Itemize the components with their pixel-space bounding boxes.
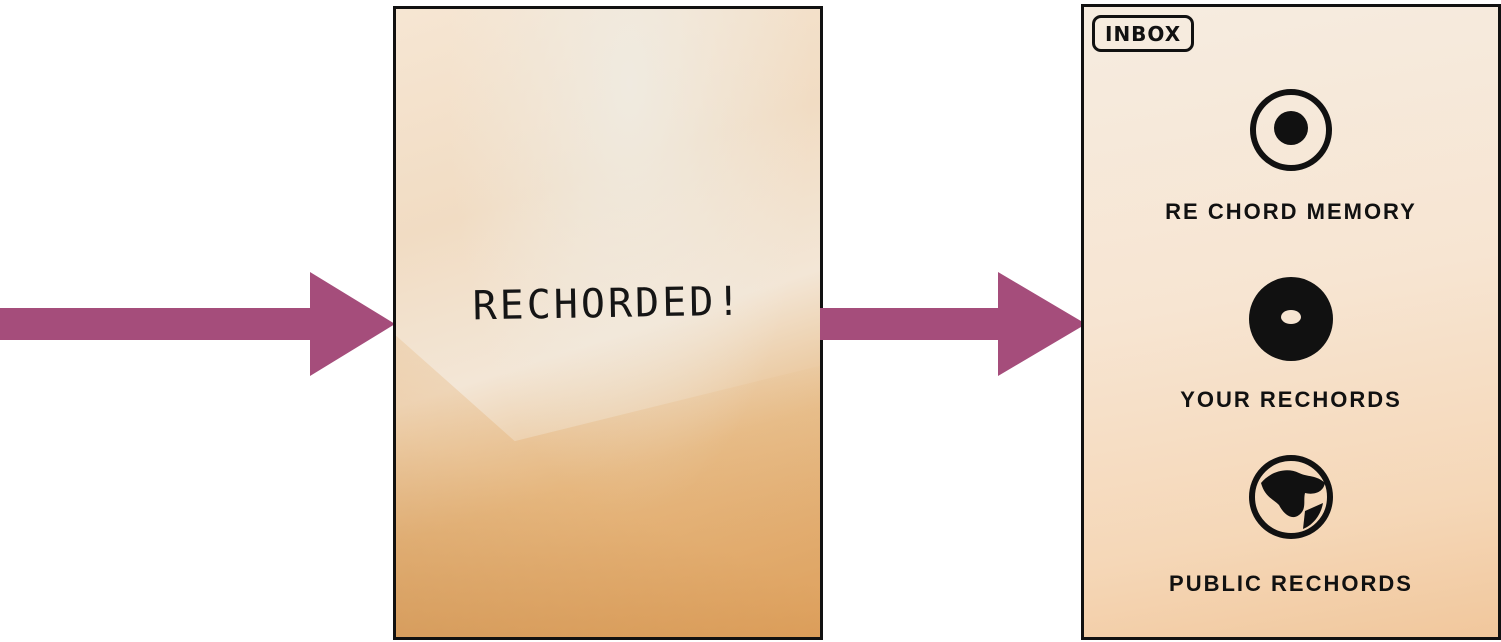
your-rechords-button[interactable]: YOUR RECHORDS [1084, 273, 1498, 413]
arrow-shape [820, 272, 1086, 376]
confirmation-message: RECHORDED! [396, 277, 821, 330]
confirmation-screen: RECHORDED! [393, 6, 823, 640]
inbox-screen: INBOX RE CHORD MEMORY YOUR RECHORDS PUBL… [1081, 4, 1501, 640]
your-rechords-label: YOUR RECHORDS [1084, 387, 1498, 413]
arrow-shape [0, 272, 395, 376]
record-memory-button[interactable]: RE CHORD MEMORY [1084, 85, 1498, 225]
globe-icon [1247, 453, 1335, 541]
record-memory-label: RE CHORD MEMORY [1084, 199, 1498, 225]
public-rechords-label: PUBLIC RECHORDS [1084, 571, 1498, 597]
flow-arrow-to-inbox [820, 272, 1086, 376]
record-icon [1246, 85, 1336, 175]
flow-arrow-incoming [0, 272, 395, 376]
inbox-title[interactable]: INBOX [1092, 15, 1194, 52]
public-rechords-button[interactable]: PUBLIC RECHORDS [1084, 453, 1498, 597]
donut-icon [1245, 273, 1337, 365]
